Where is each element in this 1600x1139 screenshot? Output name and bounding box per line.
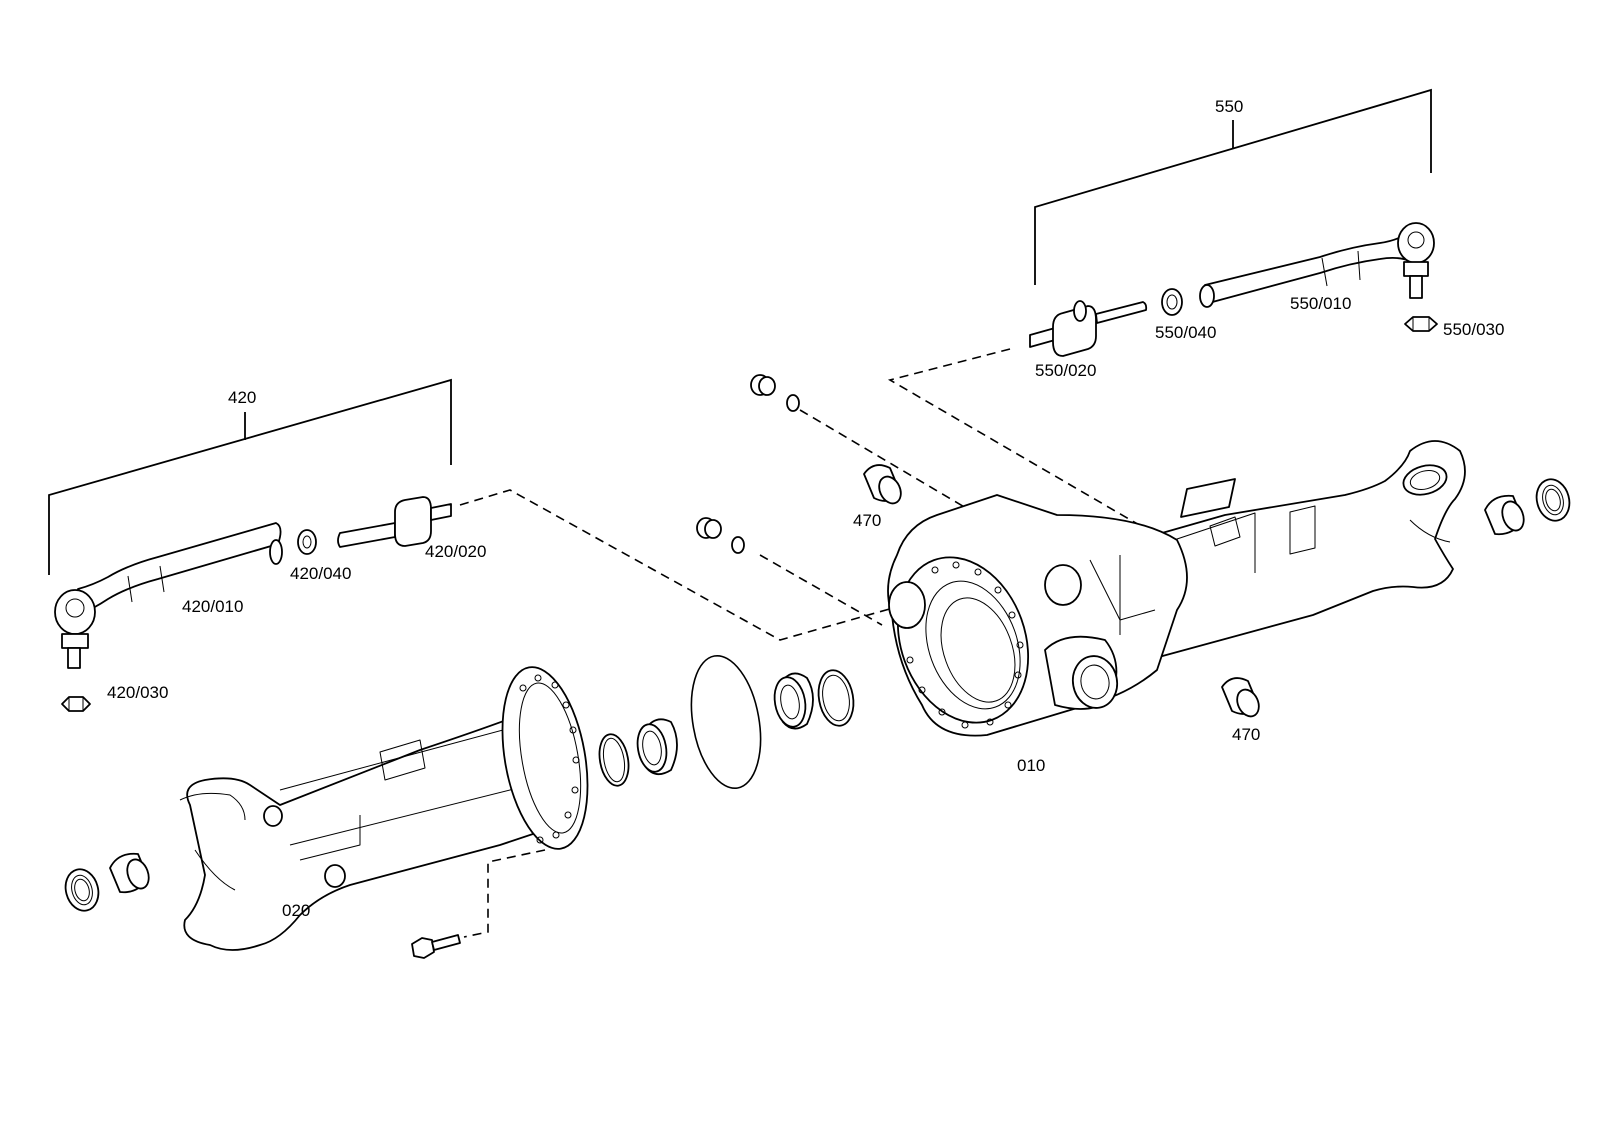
part-550-020 xyxy=(1029,300,1148,357)
bushing-left xyxy=(109,852,150,894)
bracket-420 xyxy=(48,378,452,575)
seal-left xyxy=(64,868,100,912)
flange-bolt-holes xyxy=(906,561,1024,729)
plug-lower xyxy=(696,517,745,554)
oring-large xyxy=(690,654,762,790)
plug-upper xyxy=(750,374,800,412)
label-550-030: 550/030 xyxy=(1443,320,1504,339)
label-420-010: 420/010 xyxy=(182,597,243,616)
label-420-030: 420/030 xyxy=(107,683,168,702)
bracket-550 xyxy=(1034,88,1432,285)
plate xyxy=(1180,478,1236,518)
seal-right xyxy=(1535,478,1571,522)
label-550-010: 550/010 xyxy=(1290,294,1351,313)
part-420-040 xyxy=(297,529,317,555)
label-420-020: 420/020 xyxy=(425,542,486,561)
axle-housing-010 xyxy=(887,440,1466,737)
label-010: 010 xyxy=(1017,756,1045,775)
label-550: 550 xyxy=(1215,97,1243,116)
axle-housing-020 xyxy=(179,666,589,951)
part-420-020 xyxy=(337,496,452,548)
bearing-right xyxy=(773,672,814,730)
oring-right xyxy=(817,669,855,727)
label-420-040: 420/040 xyxy=(290,564,351,583)
bushing-470-upper xyxy=(863,464,902,505)
label-420: 420 xyxy=(228,388,256,407)
part-550-030 xyxy=(1404,316,1438,332)
bolt xyxy=(411,934,461,959)
bushing-right xyxy=(1484,494,1525,536)
part-550-010 xyxy=(1199,222,1435,308)
leader-lines xyxy=(459,348,1166,938)
bearing-left xyxy=(636,718,678,776)
flange-bolt-holes-left xyxy=(519,674,580,844)
label-020: 020 xyxy=(282,901,310,920)
label-550-040: 550/040 xyxy=(1155,323,1216,342)
label-470-upper: 470 xyxy=(853,511,881,530)
part-420-010 xyxy=(54,522,283,669)
bushing-470-lower xyxy=(1221,677,1260,718)
part-420-030 xyxy=(61,696,91,712)
oring-left xyxy=(598,733,630,787)
part-550-040 xyxy=(1161,288,1183,316)
label-470-lower: 470 xyxy=(1232,725,1260,744)
label-550-020: 550/020 xyxy=(1035,361,1096,380)
